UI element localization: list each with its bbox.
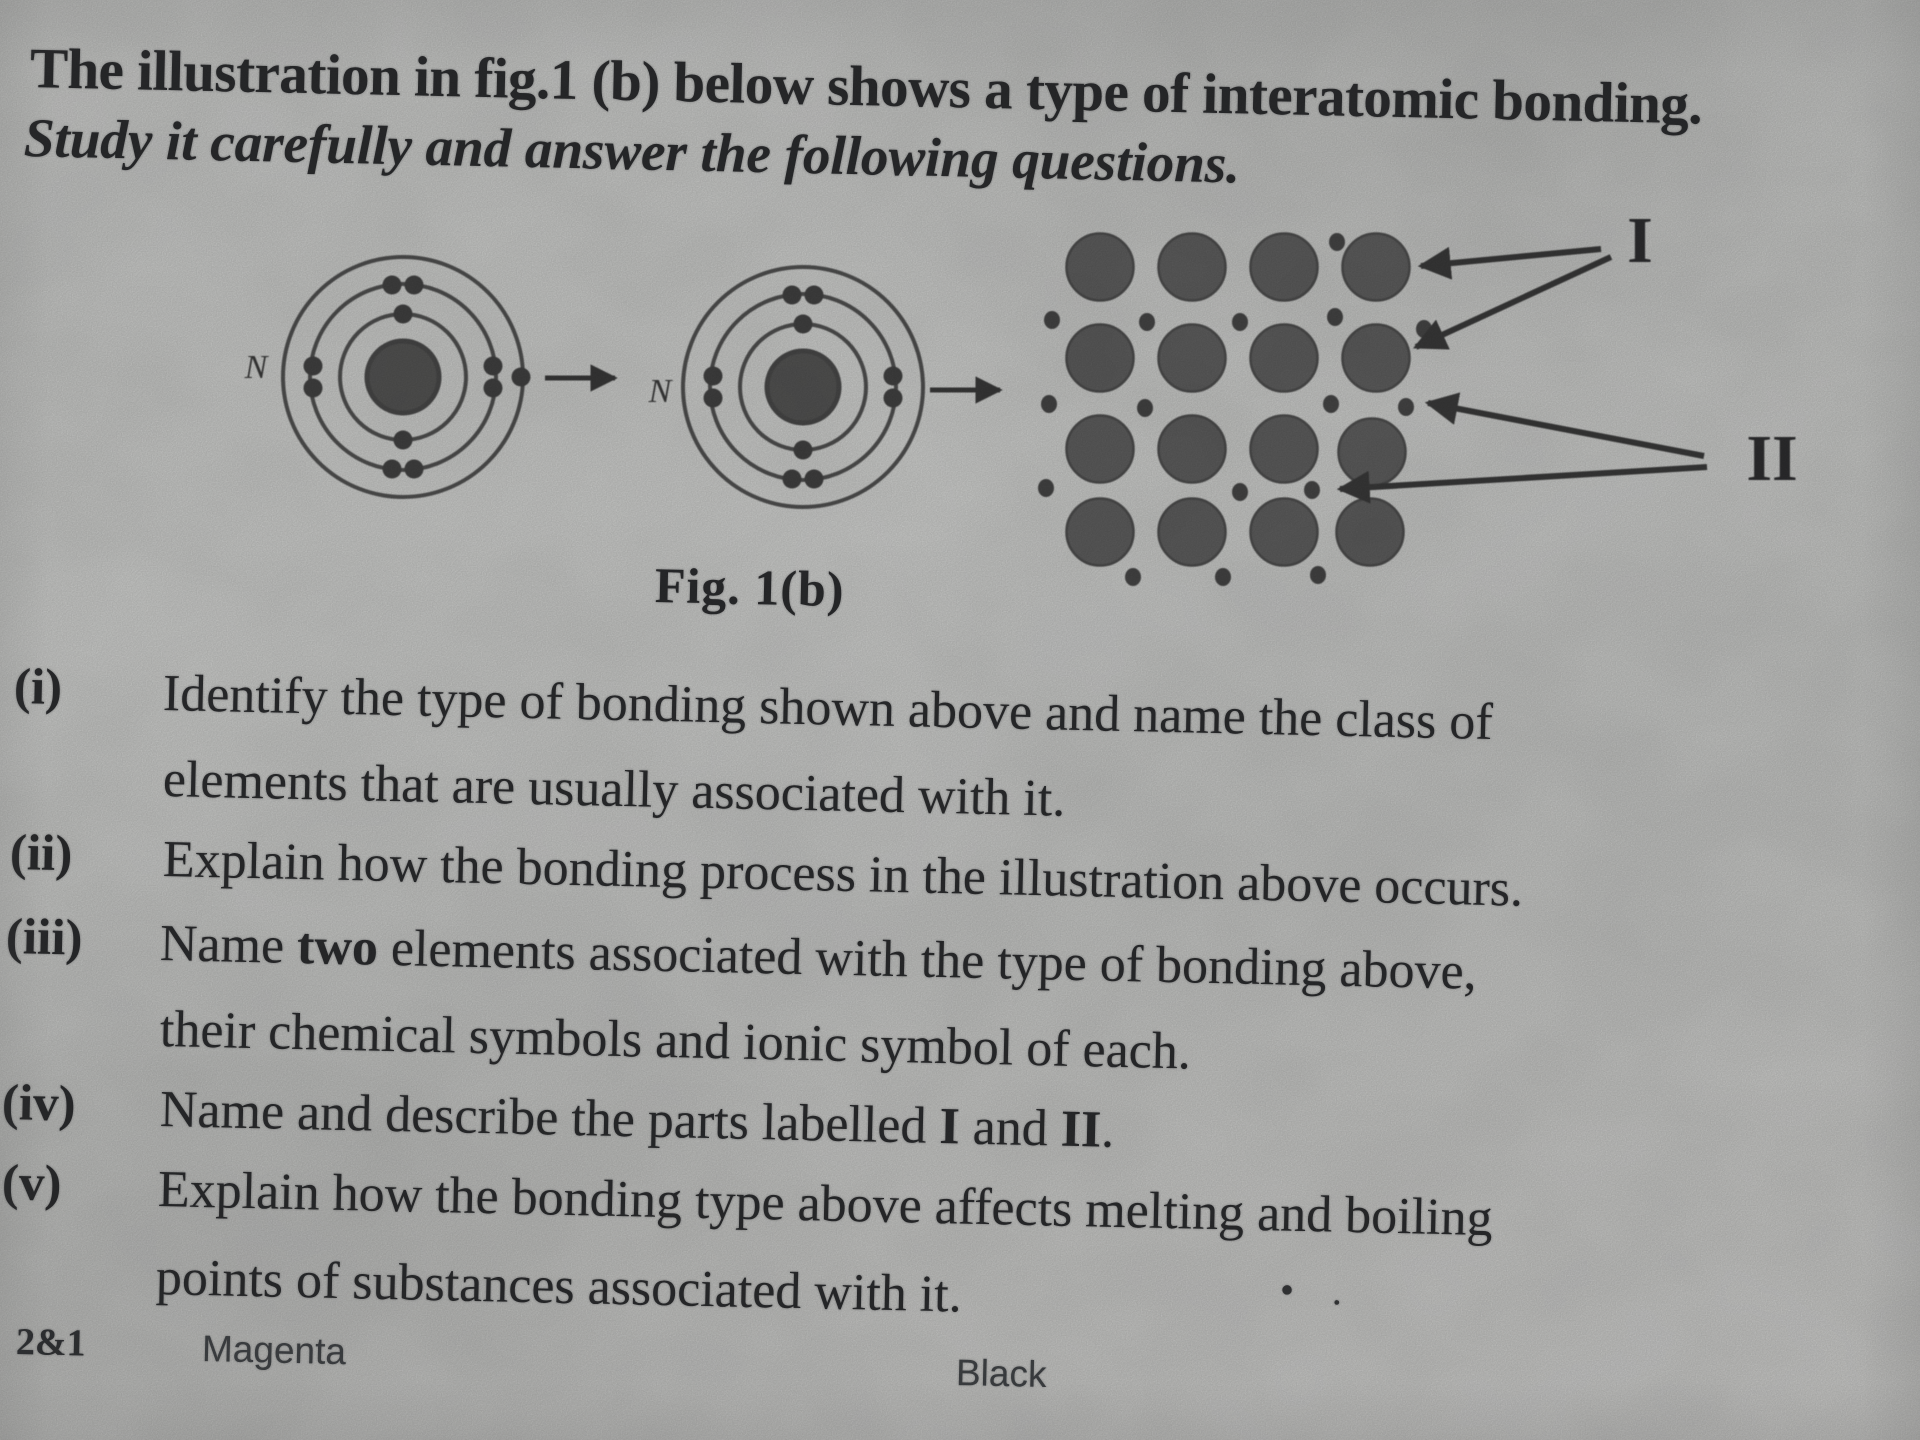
stray-dots-mark: • . — [1279, 1267, 1357, 1314]
nucleus — [364, 338, 442, 416]
question-v-number: (v) — [1, 1155, 63, 1213]
figure-caption: Fig. 1(b) — [654, 557, 846, 618]
question-iii-number: (iii) — [5, 909, 84, 967]
footer-plate-text: 2&1 — [15, 1321, 87, 1365]
valence-electron — [511, 367, 531, 387]
footer-black-label: Black — [955, 1352, 1047, 1395]
footer-magenta-label: Magenta — [201, 1328, 347, 1373]
atom-after-label: N — [648, 373, 674, 410]
metal-ion-lattice — [1065, 232, 1411, 567]
atom-before-label: N — [244, 349, 270, 386]
nucleus — [764, 348, 842, 426]
question-ii-number: (ii) — [9, 825, 73, 883]
question-i-number: (i) — [13, 659, 63, 717]
label-part-two: II — [1746, 422, 1797, 495]
part-one-pointers — [1413, 246, 1613, 350]
question-iv-number: (iv) — [1, 1075, 77, 1133]
label-part-one: I — [1627, 204, 1653, 277]
